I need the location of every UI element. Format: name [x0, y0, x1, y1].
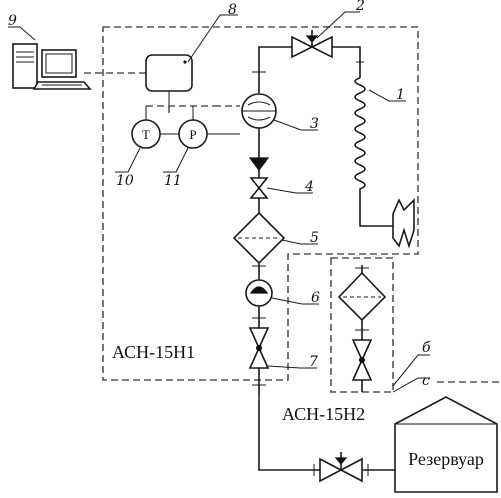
callout-2: 2: [355, 0, 365, 14]
callout-leaders: [8, 11, 430, 393]
controller-display-icon: [145, 54, 193, 92]
valve-4-icon: [249, 177, 269, 199]
controller-signal-line: [146, 105, 214, 114]
top-return-line: [258, 46, 361, 78]
main-pipeline: [258, 55, 320, 471]
callout-3: 3: [310, 116, 319, 132]
check-valve-icon: [248, 157, 270, 171]
t-gauge-letter: T: [142, 127, 150, 142]
filter-h2-icon: [337, 271, 387, 322]
callout-cut-lower: с: [422, 373, 430, 389]
reservoir-tank: [394, 396, 498, 493]
callout-6: 6: [311, 290, 320, 306]
burner-nozzle-icon: [392, 198, 415, 249]
callout-4: 4: [304, 179, 314, 195]
callout-5: 5: [310, 230, 319, 246]
pressure-gauge: P: [178, 119, 208, 149]
flow-meter-icon: [241, 93, 277, 129]
temperature-gauge: T: [131, 119, 161, 149]
reservoir-valve-icon: [313, 452, 369, 483]
callout-10: 10: [116, 173, 134, 189]
valve-7-icon: [248, 327, 270, 369]
valve-h2-icon: [351, 339, 373, 381]
computer-icon: [12, 43, 92, 90]
pump-6-icon: [245, 279, 273, 307]
callout-8: 8: [228, 2, 237, 18]
filter-5-icon: [232, 211, 286, 265]
coil-heat-exchanger: [354, 77, 393, 227]
valve-2-icon: [291, 30, 333, 59]
callout-1: 1: [396, 87, 405, 103]
unit-h1-label: АСН-15Н1: [112, 342, 195, 362]
callout-7: 7: [309, 354, 318, 370]
unit-h1-boundary: [102, 26, 419, 381]
p-gauge-letter: P: [189, 127, 196, 142]
callout-cut-upper: б: [422, 340, 431, 356]
callout-11: 11: [164, 173, 182, 189]
unit-h2-label: АСН-15Н2: [282, 404, 365, 424]
reservoir-label: Резервуар: [408, 449, 484, 469]
callout-9: 9: [8, 13, 17, 29]
